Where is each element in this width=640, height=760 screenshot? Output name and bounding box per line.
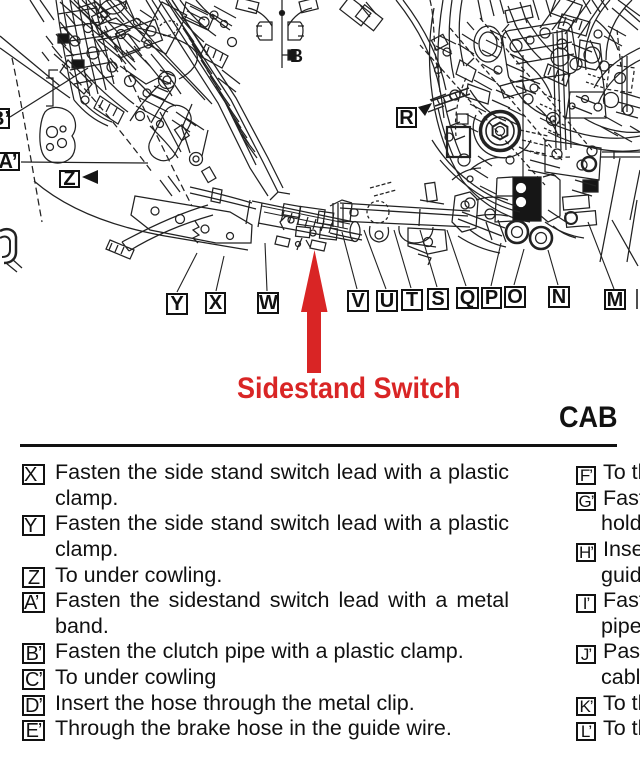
svg-text:B: B bbox=[290, 46, 303, 66]
